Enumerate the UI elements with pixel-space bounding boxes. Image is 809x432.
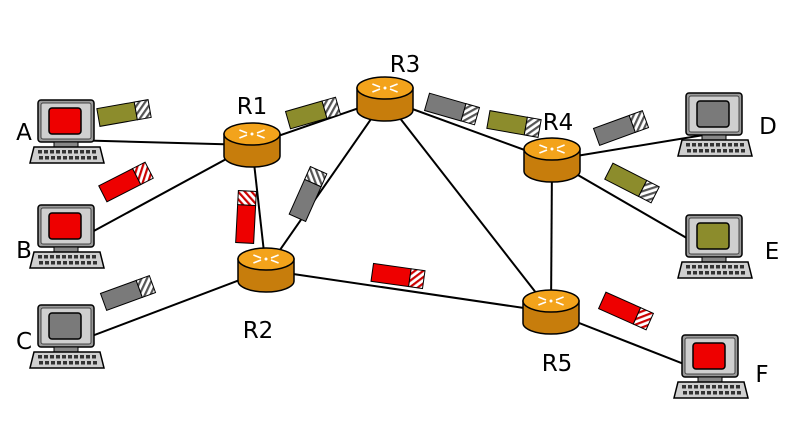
packet-red-5 bbox=[98, 161, 154, 203]
link-a-r1 bbox=[67, 139, 253, 146]
host-label-b: B bbox=[16, 238, 32, 264]
screen-c bbox=[48, 312, 82, 340]
link-r4-r5 bbox=[550, 159, 553, 313]
link-b-r1 bbox=[67, 144, 253, 246]
router-r5 bbox=[522, 289, 580, 335]
packet-red-7 bbox=[370, 262, 426, 290]
router-r1 bbox=[223, 122, 281, 168]
host-a bbox=[29, 99, 105, 164]
host-label-c: C bbox=[16, 329, 32, 355]
packets-layer bbox=[96, 92, 660, 331]
packet-olive-3 bbox=[486, 110, 542, 138]
router-label-r4: R4 bbox=[543, 110, 574, 136]
hosts-layer: A B C D E F bbox=[16, 92, 780, 399]
screen-a bbox=[48, 107, 82, 135]
packet-gray-12 bbox=[592, 110, 650, 146]
screen-d bbox=[696, 100, 730, 128]
link-r3-r5 bbox=[384, 98, 552, 313]
host-label-f: F bbox=[755, 362, 768, 388]
screen-f bbox=[692, 342, 726, 370]
host-f bbox=[673, 334, 749, 399]
router-r4 bbox=[523, 137, 581, 183]
router-label-r2: R2 bbox=[243, 318, 274, 344]
link-r2-r3 bbox=[265, 98, 386, 271]
host-c bbox=[29, 304, 105, 369]
router-label-r5: R5 bbox=[542, 351, 573, 377]
packet-gray-11 bbox=[423, 92, 481, 126]
link-c-r2 bbox=[67, 269, 267, 346]
screen-b bbox=[48, 212, 82, 240]
packet-gray-10 bbox=[288, 165, 328, 223]
host-label-a: A bbox=[16, 120, 32, 146]
packet-olive-1 bbox=[96, 99, 152, 127]
link-r2-r5 bbox=[265, 269, 552, 313]
router-r3 bbox=[356, 76, 414, 122]
host-e bbox=[677, 214, 753, 279]
packet-olive-4 bbox=[604, 162, 660, 204]
screen-e bbox=[696, 222, 730, 250]
host-b bbox=[29, 204, 105, 269]
host-d bbox=[677, 92, 753, 157]
host-label-e: E bbox=[765, 239, 780, 265]
router-label-r3: R3 bbox=[390, 52, 421, 78]
packet-gray-9 bbox=[99, 275, 157, 311]
router-label-r1: R1 bbox=[237, 94, 268, 120]
router-r2 bbox=[237, 247, 295, 293]
packet-olive-2 bbox=[284, 96, 342, 130]
links-layer bbox=[67, 98, 717, 376]
host-label-d: D bbox=[759, 114, 777, 140]
packet-red-8 bbox=[597, 291, 655, 331]
packet-red-6 bbox=[235, 190, 257, 244]
